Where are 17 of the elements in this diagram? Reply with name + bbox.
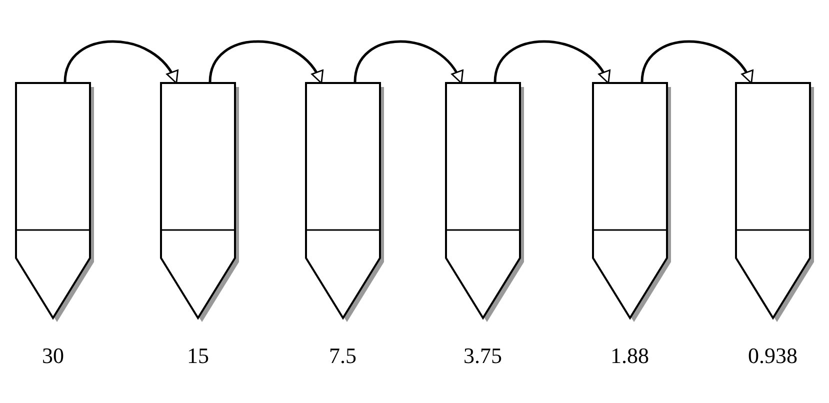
concentration-value: 3.75 — [464, 343, 502, 369]
curved-arrow — [640, 40, 752, 84]
concentration-value: 15 — [187, 343, 209, 369]
curved-arrow — [64, 40, 178, 84]
concentration-value: 1.88 — [610, 343, 649, 369]
curved-arrow — [208, 40, 322, 84]
concentration-value: 30 — [42, 343, 64, 369]
test-tube — [305, 82, 385, 324]
concentration-value: 7.5 — [329, 343, 356, 369]
test-tube — [15, 82, 95, 324]
curved-arrow — [354, 40, 462, 84]
test-tube — [735, 82, 815, 324]
curved-arrow — [494, 40, 610, 84]
test-tube — [445, 82, 525, 324]
test-tube — [160, 82, 240, 324]
test-tube — [592, 82, 672, 324]
concentration-value: 0.938 — [748, 343, 798, 369]
